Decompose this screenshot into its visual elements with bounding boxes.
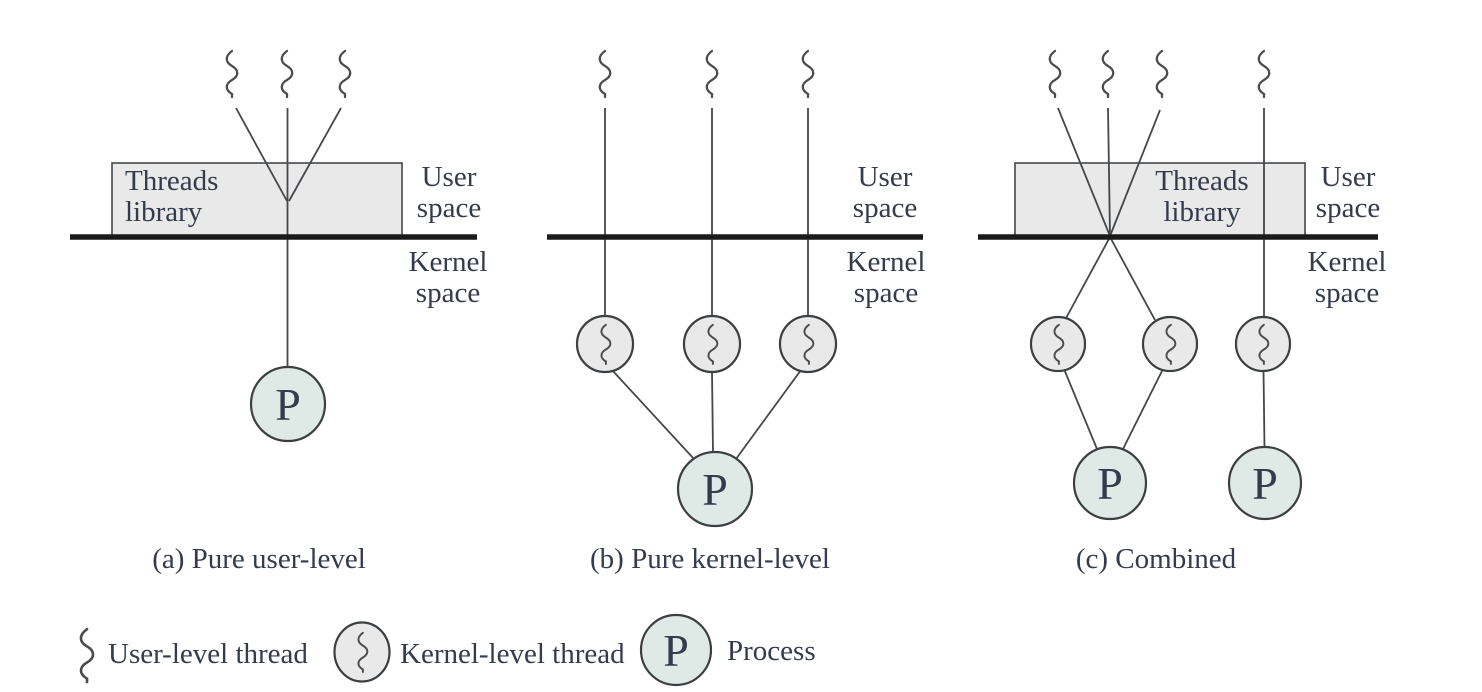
process-circle <box>676 450 754 528</box>
connector-line <box>611 369 695 460</box>
connector-line <box>235 107 288 202</box>
user-level-thread-icon <box>1048 49 1062 99</box>
connector-line <box>1122 368 1164 450</box>
kernel-level-thread-icon <box>575 314 635 374</box>
connector-line <box>1057 107 1111 237</box>
label-line: Kernel <box>846 246 926 278</box>
threads-library-box <box>111 162 403 237</box>
label-line: Threads <box>125 165 219 197</box>
process-letter: P <box>663 625 689 676</box>
user-space-label: User space <box>840 162 930 224</box>
panel-a-drawing <box>70 49 477 443</box>
label-line: space <box>853 277 919 309</box>
connector-line <box>1109 236 1156 321</box>
panel-b-caption: (b) Pure kernel-level <box>590 543 830 575</box>
threads-library-box <box>1014 162 1306 238</box>
kernel-space-label: Kernel space <box>403 247 493 309</box>
user-level-thread-icon <box>1155 49 1169 99</box>
label-line: space <box>416 192 482 224</box>
legend-process-label: Process <box>727 635 816 667</box>
user-level-thread-icon <box>338 49 352 99</box>
process-circle <box>639 613 713 687</box>
connector-line <box>1064 236 1111 321</box>
kernel-space-label: Kernel space <box>1302 247 1392 309</box>
kernel-level-thread-icon <box>1141 315 1199 373</box>
label-line: Kernel <box>1307 246 1387 278</box>
connector-line <box>1107 107 1111 237</box>
process-letter: P <box>1097 458 1123 509</box>
process-letter: P <box>275 379 301 430</box>
kernel-level-thread-icon <box>682 314 742 374</box>
connector-line <box>735 369 802 460</box>
user-level-thread-icon <box>79 627 95 684</box>
label-line: User <box>1320 161 1376 193</box>
process-letter: P <box>1252 458 1278 509</box>
panel-b-drawing <box>547 49 923 528</box>
label-line: Kernel <box>408 246 488 278</box>
connector-line <box>1109 109 1161 237</box>
connector-line <box>1262 369 1266 449</box>
process-circle <box>249 365 327 443</box>
kernel-space-label: Kernel space <box>841 247 931 309</box>
connector-line <box>711 371 714 453</box>
user-level-thread-icon <box>801 49 815 99</box>
threads-library-label: Threads library <box>125 166 218 228</box>
label-line: space <box>852 192 918 224</box>
connector-line <box>288 107 342 202</box>
kernel-level-thread-icon <box>333 621 391 683</box>
process-letter: P <box>702 464 728 515</box>
label-line: space <box>1314 277 1380 309</box>
threads-library-label: Threads library <box>1132 166 1272 228</box>
label-line: space <box>415 277 481 309</box>
user-level-thread-icon <box>280 49 294 99</box>
user-level-thread-icon <box>598 49 612 99</box>
kernel-level-thread-icon <box>1029 315 1087 373</box>
label-line: Threads <box>1155 165 1249 197</box>
panel-c-caption: (c) Combined <box>1075 543 1237 575</box>
panel-a-caption: (a) Pure user-level <box>152 543 366 575</box>
legend-kernel-level-thread-label: Kernel-level thread <box>400 638 625 670</box>
user-level-thread-icon <box>705 49 719 99</box>
process-circle <box>1227 445 1303 521</box>
label-line: User <box>857 161 913 193</box>
user-level-thread-icon <box>1101 49 1115 99</box>
label-line: space <box>1315 192 1381 224</box>
label-line: library <box>1163 196 1241 228</box>
kernel-level-thread-icon <box>778 314 838 374</box>
user-level-thread-icon <box>225 49 239 99</box>
panel-c-drawing <box>978 49 1378 521</box>
legend-drawing <box>79 613 713 687</box>
process-circle <box>1072 445 1148 521</box>
user-level-thread-icon <box>1257 49 1271 99</box>
legend-user-level-thread-label: User-level thread <box>108 638 308 670</box>
user-space-label: User space <box>404 162 494 224</box>
kernel-level-thread-icon <box>1234 315 1292 373</box>
label-line: User <box>421 161 477 193</box>
label-line: library <box>125 196 203 228</box>
user-space-label: User space <box>1303 162 1393 224</box>
connector-line <box>1063 368 1098 450</box>
